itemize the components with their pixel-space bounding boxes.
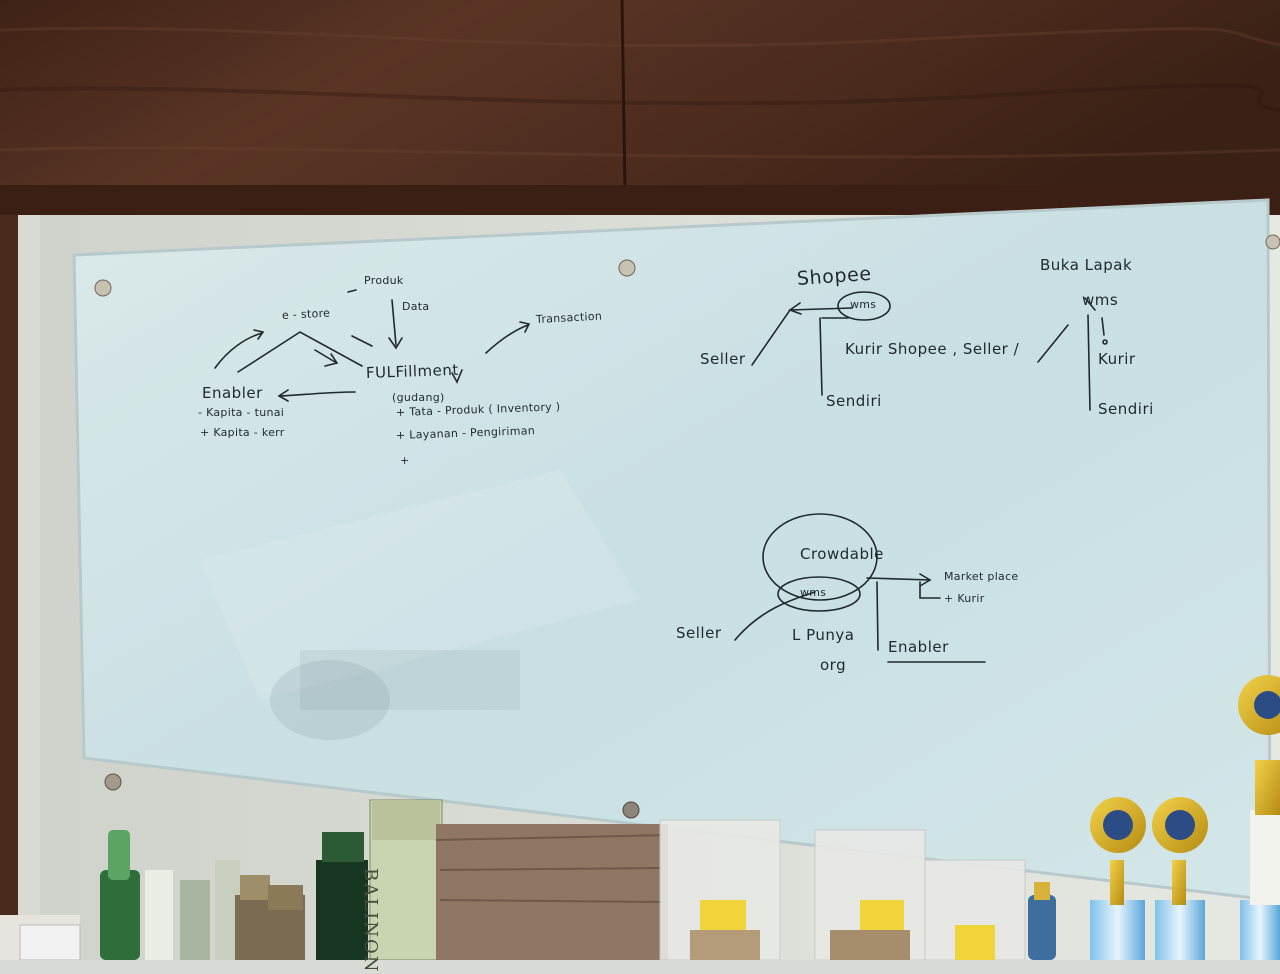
note-crowdable-wms: wms — [800, 586, 827, 599]
note-punya: L Punya — [792, 626, 855, 644]
balinon-brand-label: BALINON — [360, 868, 381, 974]
wood-cabinet — [0, 0, 1280, 215]
note-enabler-bottom: Enabler — [888, 638, 949, 656]
trophy-base — [1090, 900, 1145, 960]
board-bolt — [1265, 234, 1280, 250]
note-crowdable: Crowdable — [800, 545, 884, 563]
trophy-base — [1240, 900, 1280, 960]
note-bukalapak-kurir: Kurir — [1098, 350, 1136, 368]
note-data: Data — [402, 300, 430, 313]
note-bukalapak-wms: wms — [1082, 291, 1119, 309]
note-seller-bottom: Seller — [676, 624, 722, 642]
note-fulfillment: FULFillment — [365, 360, 459, 382]
board-bolt — [104, 773, 122, 791]
trophy-base — [1155, 900, 1205, 960]
note-org: org — [820, 656, 847, 674]
note-kurir-line: Kurir Shopee , Seller / — [845, 340, 1020, 358]
marker-arrows-bottom — [734, 513, 986, 663]
woven-bag — [436, 824, 668, 960]
note-sendiri-top: Sendiri — [826, 392, 882, 410]
note-enabler: Enabler — [202, 384, 263, 402]
note-e-store: e - store — [281, 306, 331, 322]
small-bottle — [1028, 895, 1056, 960]
note-bukalapak-sendiri: Sendiri — [1098, 400, 1154, 418]
trophies — [1090, 675, 1280, 960]
note-produk: Produk — [364, 274, 404, 287]
note-gudang: (gudang) — [392, 391, 445, 404]
desk-products — [0, 799, 1056, 960]
note-bukalapak: Buka Lapak — [1040, 256, 1133, 274]
marker-arrows-right-top — [751, 291, 1108, 411]
board-bolt — [622, 801, 640, 819]
note-marketplace: Market place — [944, 570, 1019, 583]
note-shopee-wms: wms — [850, 298, 877, 311]
green-box — [316, 860, 368, 960]
note-plus-kurir: + Kurir — [944, 592, 985, 605]
note-seller-top: Seller — [700, 350, 746, 368]
board-bolt — [94, 279, 112, 297]
marker-arrows-left — [214, 289, 531, 402]
glass-whiteboard — [72, 198, 1280, 902]
note-enabler-item-2: + Kapita - kerr — [200, 426, 285, 439]
note-enabler-item-1: - Kapita - tunai — [198, 406, 285, 419]
board-bolt — [618, 259, 636, 277]
note-fulfillment-item-3: + — [400, 454, 410, 467]
